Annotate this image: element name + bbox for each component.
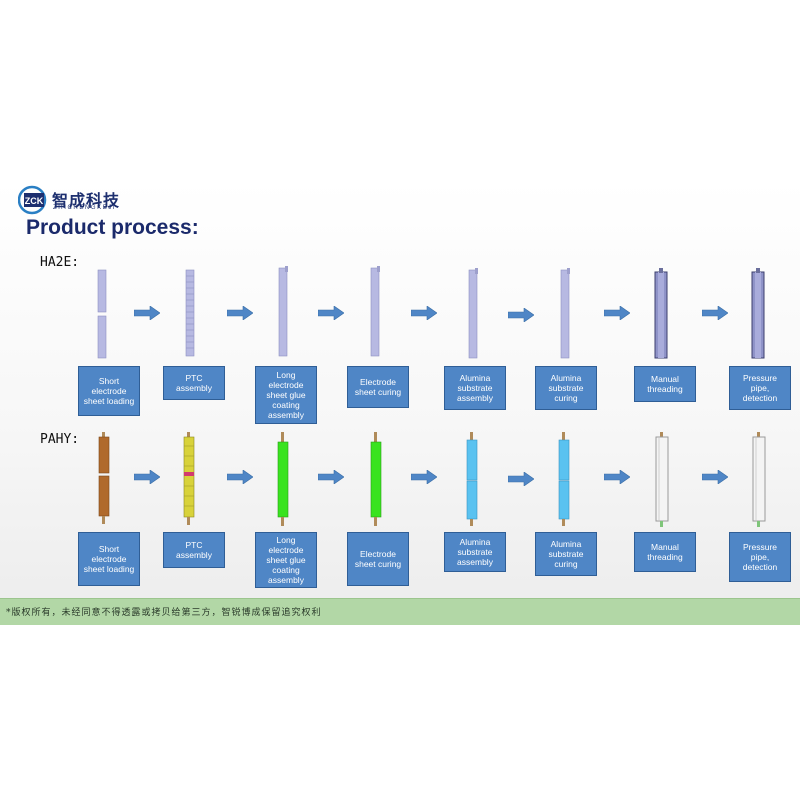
ha2e-step-box-5: Alumina substrate assembly (444, 366, 506, 410)
pahy-step4-component-image (370, 432, 382, 526)
ha2e-step6-component-image (560, 268, 570, 359)
copyright-notice: *版权所有，未经同意不得透露或拷贝给第三方，智锐博成保留追究权利 (6, 608, 322, 618)
pahy-step6-component-image (558, 432, 570, 526)
pahy-step-box-6: Alumina substrate curing (535, 532, 597, 576)
ha2e-flow-arrow-4-icon (411, 306, 437, 320)
ha2e-step-box-8: Pressure pipe, detection (729, 366, 791, 410)
ha2e-flow-arrow-7-icon (702, 306, 728, 320)
ha2e-step1-component-image (97, 269, 107, 359)
row-label-ha2e: HA2E: (40, 255, 80, 270)
ha2e-step4-component-image (370, 266, 380, 357)
pahy-flow-arrow-7-icon (702, 470, 728, 484)
ha2e-flow-arrow-5-icon (508, 308, 534, 322)
pahy-step-box-2: PTC assembly (163, 532, 225, 568)
ha2e-step-box-1: Short electrode sheet loading (78, 366, 140, 416)
logo-mark-icon: ZCK (18, 185, 47, 215)
pahy-step-box-1: Short electrode sheet loading (78, 532, 140, 586)
pahy-step-box-5: Alumina substrate assembly (444, 532, 506, 572)
ha2e-flow-arrow-3-icon (318, 306, 344, 320)
company-logo: ZCK 智成科技 ZHICHENGKEJI (18, 185, 168, 215)
ha2e-step-box-3: Long electrode sheet glue coating assemb… (255, 366, 317, 424)
ha2e-step7-component-image (654, 268, 668, 359)
pahy-step-box-4: Electrode sheet curing (347, 532, 409, 586)
ha2e-flow-arrow-6-icon (604, 306, 630, 320)
ha2e-flow-arrow-2-icon (227, 306, 253, 320)
pahy-step1-component-image (98, 432, 110, 524)
pahy-step3-component-image (277, 432, 289, 526)
pahy-flow-arrow-5-icon (508, 472, 534, 486)
pahy-flow-arrow-1-icon (134, 470, 160, 484)
ha2e-step-box-6: Alumina substrate curing (535, 366, 597, 410)
pahy-step7-component-image (655, 432, 669, 527)
pahy-step-box-8: Pressure pipe, detection (729, 532, 791, 582)
ha2e-step-box-7: Manual threading (634, 366, 696, 402)
svg-text:ZCK: ZCK (25, 196, 44, 206)
row-label-pahy: PAHY: (40, 432, 80, 447)
ha2e-step-box-4: Electrode sheet curing (347, 366, 409, 408)
page-title: Product process: (26, 216, 199, 239)
footer-bar: *版权所有，未经同意不得透露或拷贝给第三方，智锐博成保留追究权利 (0, 598, 800, 625)
ha2e-step8-component-image (751, 268, 765, 359)
logo-chinese-name: 智成科技 (52, 191, 121, 210)
ha2e-step5-component-image (468, 268, 478, 359)
pahy-step5-component-image (466, 432, 478, 526)
pahy-step2-component-image (183, 432, 195, 525)
pahy-step8-component-image (752, 432, 766, 527)
ha2e-step3-component-image (278, 266, 288, 357)
pahy-step-box-7: Manual threading (634, 532, 696, 572)
pahy-flow-arrow-3-icon (318, 470, 344, 484)
pahy-flow-arrow-4-icon (411, 470, 437, 484)
pahy-flow-arrow-2-icon (227, 470, 253, 484)
pahy-flow-arrow-6-icon (604, 470, 630, 484)
ha2e-step-box-2: PTC assembly (163, 366, 225, 400)
logo-english-name: ZHICHENGKEJI (53, 205, 117, 211)
ha2e-step2-component-image (185, 269, 195, 357)
ha2e-flow-arrow-1-icon (134, 306, 160, 320)
pahy-step-box-3: Long electrode sheet glue coating assemb… (255, 532, 317, 588)
